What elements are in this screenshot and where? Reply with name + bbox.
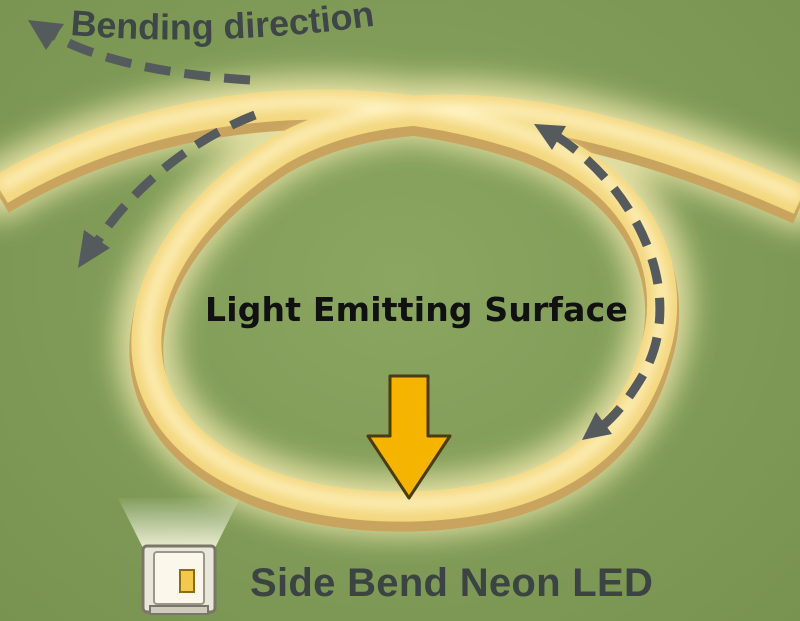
dashed-curved-arrow-icon (534, 124, 665, 440)
product-name-label: Side Bend Neon LED (250, 561, 654, 605)
dashed-curved-arrow-icon (78, 110, 257, 268)
bending-direction-label: Bending direction (69, 0, 376, 48)
neon-strip-body (0, 89, 800, 532)
neon-profile-icon (118, 498, 240, 615)
dashed-curved-arrow-icon (28, 20, 251, 85)
light-emitting-surface-label: Light Emitting Surface (205, 290, 628, 329)
down-arrow-icon (366, 374, 452, 500)
